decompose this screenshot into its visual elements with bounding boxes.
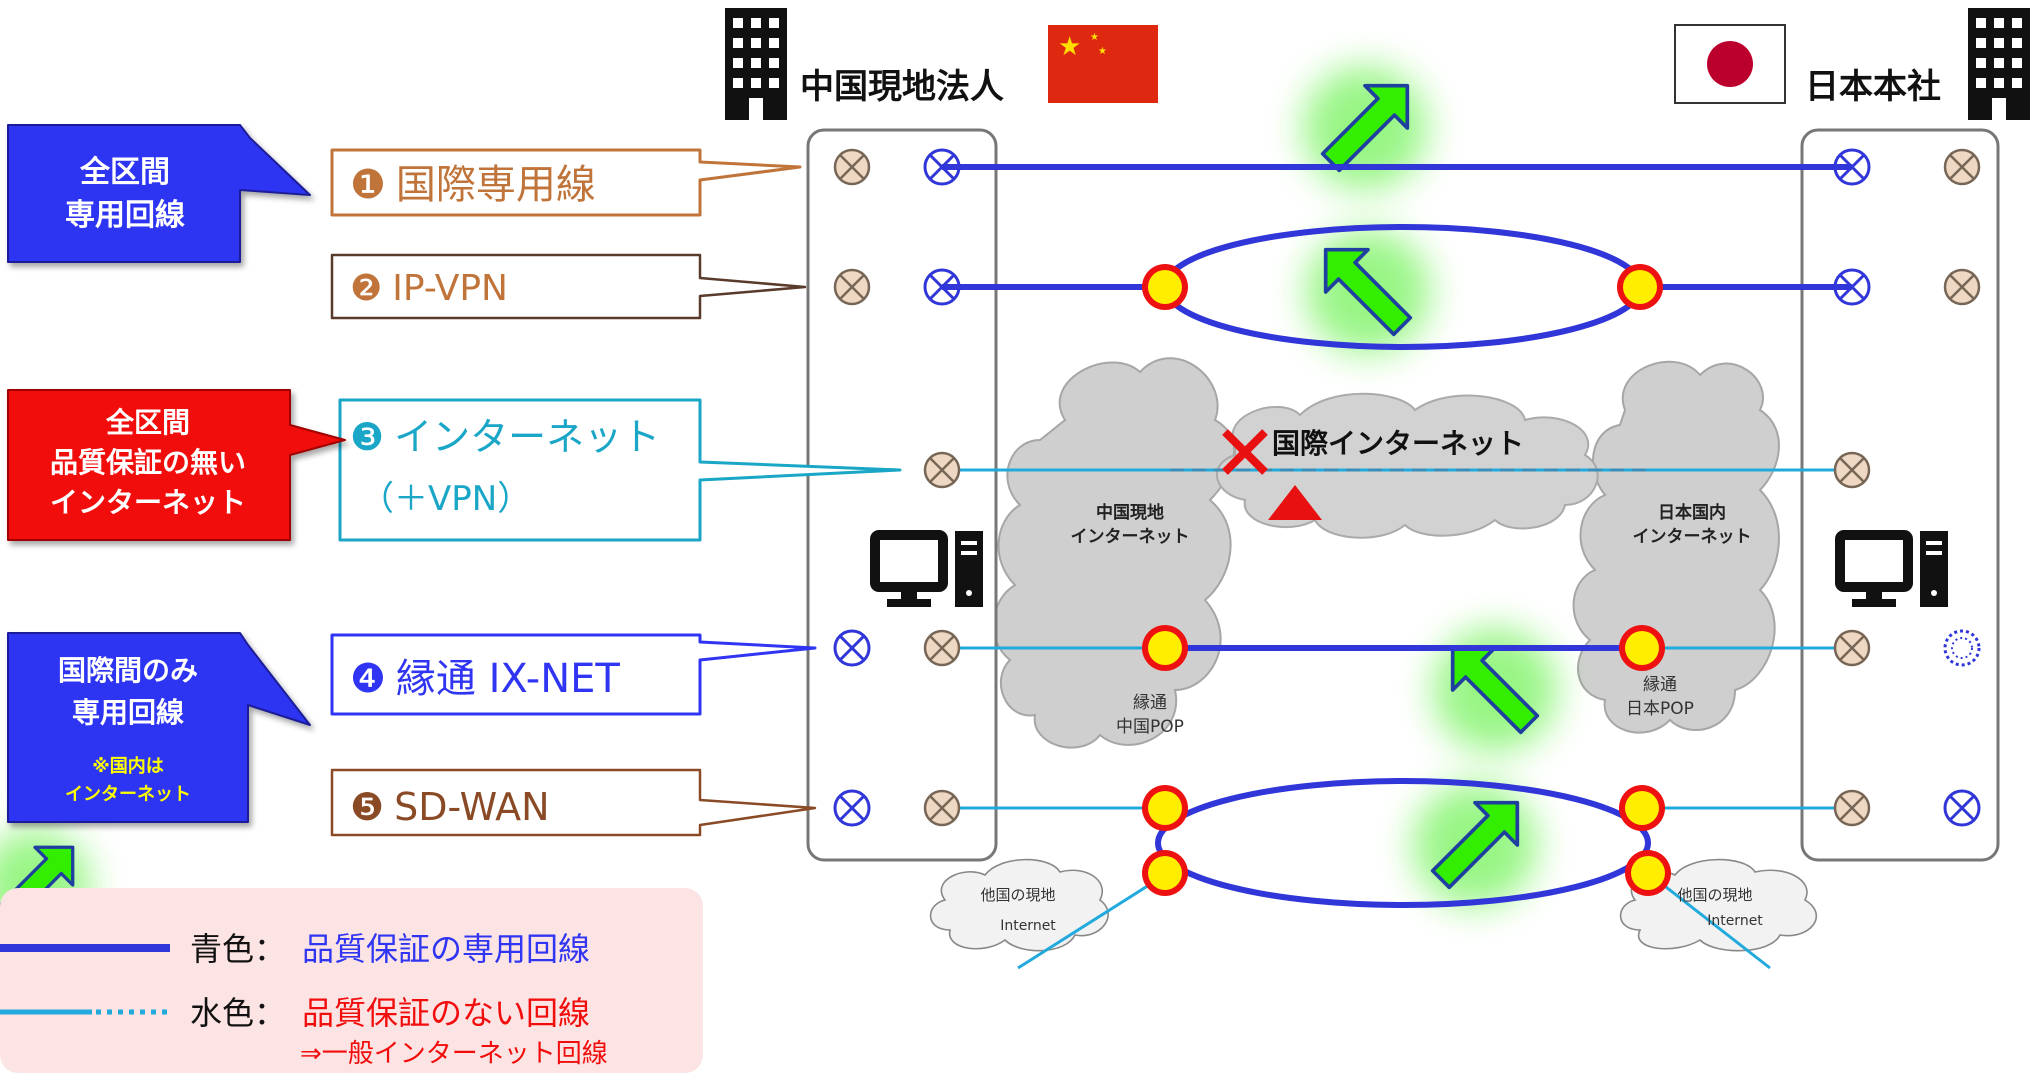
legend-cyan-desc: 品質保証のない回線 [302, 994, 590, 1032]
building-icon [725, 8, 787, 120]
other-right-label-2: Internet [1707, 913, 1763, 929]
cn-local-label-2: インターネット [1071, 527, 1190, 547]
other-left-label-1: 他国の現地 [980, 886, 1055, 904]
callout-internet [7, 389, 346, 541]
jp-pop-label-2: 日本POP [1626, 699, 1694, 719]
intl-cloud-label-group: 国際インターネット [1222, 427, 1524, 520]
japan-site-label: 日本本社 [1805, 67, 1941, 107]
callout-1-line-1: 全区間 [79, 155, 170, 190]
callout-3-line-1: 国際間のみ [58, 654, 198, 687]
callout-2-line-2: 品質保証の無い [50, 446, 246, 479]
cn-pop-label-1: 縁通 [1133, 693, 1167, 713]
cloud-other-right [1619, 858, 1818, 952]
china-site-label: 中国現地法人 [800, 67, 1004, 107]
japan-header: 日本本社 [1674, 8, 2030, 120]
legend-cyan-label: 水色： [190, 994, 286, 1032]
legend-cyan-sub: ⇒一般インターネット回線 [300, 1039, 608, 1069]
callout-1-line-2: 専用回線 [65, 198, 185, 233]
cloud-china-local [992, 357, 1236, 749]
china-header: 中国現地法人 ★ ★ ★ [725, 8, 1158, 120]
callout-2-line-1: 全区間 [105, 406, 190, 439]
japan-site-box [1800, 128, 2000, 862]
callout-3-note-1: ※国内は [92, 755, 164, 777]
flag-star-icon: ★ [1058, 32, 1081, 62]
callout-3-note-2: インターネット [65, 784, 191, 805]
cross-nodes [833, 148, 1981, 827]
legend-blue-desc: 品質保証の専用回線 [302, 930, 590, 968]
cn-pop-label-2: 中国POP [1116, 717, 1184, 737]
jp-local-label-1: 日本国内 [1658, 502, 1726, 523]
callout-ixnet [7, 632, 311, 823]
flag-star-icon: ★ [1090, 32, 1099, 43]
china-site-box [806, 128, 998, 862]
callout-3-line-2: 専用回線 [72, 696, 184, 729]
legend-blue-label: 青色： [190, 930, 286, 968]
connection-lines [940, 164, 1852, 970]
intl-internet-label: 国際インターネット [1272, 427, 1524, 460]
cn-local-label-1: 中国現地 [1096, 502, 1164, 523]
arrow-group [0, 66, 1557, 940]
jp-pop-label-1: 縁通 [1643, 675, 1677, 695]
cloud-other-left [929, 858, 1109, 952]
legend: 青色： 品質保証の専用回線 水色： 品質保証のない回線 ⇒一般インターネット回線 [0, 888, 703, 1073]
cloud-international [1215, 392, 1599, 539]
flag-star-icon: ★ [1098, 46, 1107, 57]
jp-local-label-2: インターネット [1633, 527, 1752, 547]
callout-2-line-3: インターネット [50, 486, 246, 519]
other-left-label-2: Internet [1000, 918, 1056, 934]
callout-dedicated [7, 124, 311, 263]
other-right-label-1: 他国の現地 [1677, 886, 1752, 904]
china-flag-icon [1048, 25, 1158, 103]
building-icon [1968, 8, 2030, 120]
service-3-sub: （＋VPN） [360, 479, 531, 519]
